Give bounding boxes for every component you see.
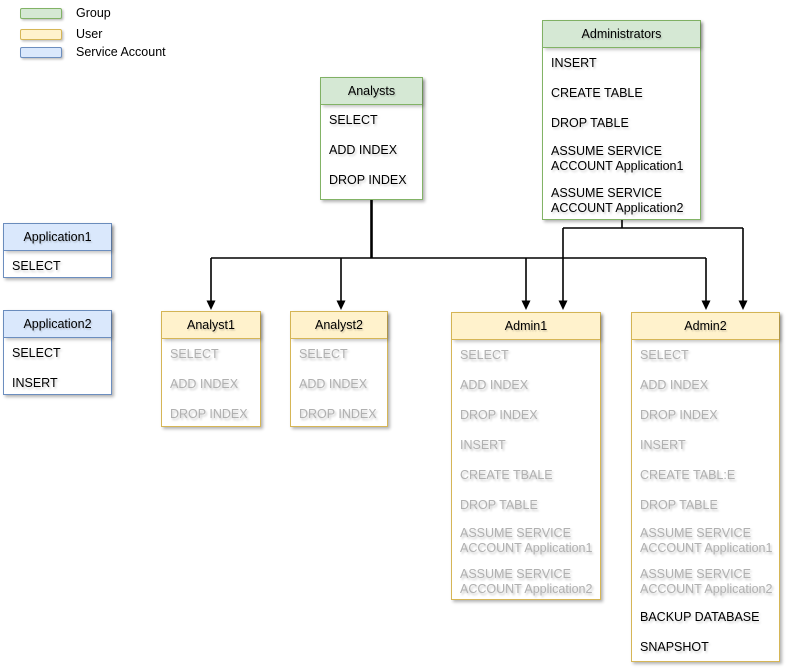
permission-row: CREATE TABL:E: [640, 467, 736, 482]
service-account-swatch-icon: [20, 46, 62, 58]
permission-row: BACKUP DATABASE: [640, 609, 760, 624]
node-admin2-title: Admin2: [632, 313, 779, 340]
permission-row: DROP TABLE: [551, 115, 629, 130]
permission-row: ADD INDEX: [170, 376, 239, 391]
permission-row: SNAPSHOT: [640, 639, 709, 654]
permission-row: ADD INDEX: [640, 377, 709, 392]
permission-row: DROP INDEX: [299, 406, 377, 421]
permission-row: DROP TABLE: [640, 497, 718, 512]
arrowhead-admin2-left: [701, 300, 711, 310]
node-analyst2: Analyst2 SELECT ADD INDEX DROP INDEX: [290, 311, 388, 427]
permission-row: INSERT: [551, 55, 597, 70]
arrowhead-admin1-left: [521, 300, 531, 310]
arrowhead-analyst2: [336, 300, 346, 310]
user-swatch-icon: [20, 28, 62, 40]
node-analyst2-title: Analyst2: [291, 312, 387, 339]
node-admin1-title: Admin1: [452, 313, 600, 340]
permission-row: ASSUME SERVICE ACCOUNT Application2: [460, 566, 593, 596]
legend-item-group: Group: [20, 5, 111, 21]
node-admin2: Admin2 SELECT ADD INDEX DROP INDEX INSER…: [631, 312, 780, 662]
node-application1: Application1 SELECT: [3, 223, 112, 278]
permission-row: SELECT: [329, 112, 378, 127]
permission-row: INSERT: [12, 375, 58, 390]
legend-item-user: User: [20, 26, 102, 42]
node-application2-title: Application2: [4, 311, 111, 338]
arrowhead-admin1-right: [558, 300, 568, 310]
legend-label: Group: [76, 6, 111, 20]
permission-row: DROP TABLE: [460, 497, 538, 512]
node-analysts: Analysts SELECT ADD INDEX DROP INDEX: [320, 77, 423, 200]
node-analyst1: Analyst1 SELECT ADD INDEX DROP INDEX: [161, 311, 261, 427]
node-administrators-title: Administrators: [543, 21, 700, 48]
permission-row: ASSUME SERVICE ACCOUNT Application2: [551, 186, 684, 215]
node-administrators: Administrators INSERT CREATE TABLE DROP …: [542, 20, 701, 220]
permission-row: SELECT: [12, 345, 61, 360]
permission-row: INSERT: [640, 437, 686, 452]
permission-row: DROP INDEX: [640, 407, 718, 422]
permission-row: SELECT: [460, 347, 509, 362]
permission-row: ASSUME SERVICE ACCOUNT Application1: [640, 525, 773, 555]
permission-row: ADD INDEX: [299, 376, 368, 391]
arrowhead-analyst1: [206, 300, 216, 310]
permission-row: DROP INDEX: [460, 407, 538, 422]
node-analyst1-title: Analyst1: [162, 312, 260, 339]
permission-row: ADD INDEX: [460, 377, 529, 392]
arrowhead-admin2-right: [738, 300, 748, 310]
legend-item-service-account: Service Account: [20, 44, 166, 60]
permission-row: ASSUME SERVICE ACCOUNT Application2: [640, 566, 773, 596]
legend-label: Service Account: [76, 45, 166, 59]
permission-row: SELECT: [170, 346, 219, 361]
permission-row: ASSUME SERVICE ACCOUNT Application1: [551, 144, 684, 173]
group-swatch-icon: [20, 7, 62, 19]
permission-row: CREATE TABLE: [551, 85, 643, 100]
permission-row: DROP INDEX: [329, 172, 407, 187]
permission-row: SELECT: [640, 347, 689, 362]
permission-row: ASSUME SERVICE ACCOUNT Application1: [460, 525, 593, 555]
permission-row: SELECT: [12, 258, 61, 273]
permission-row: INSERT: [460, 437, 506, 452]
node-admin1: Admin1 SELECT ADD INDEX DROP INDEX INSER…: [451, 312, 601, 600]
node-application1-title: Application1: [4, 224, 111, 251]
legend-label: User: [76, 27, 103, 41]
permission-row: CREATE TBALE: [460, 467, 553, 482]
permission-row: ADD INDEX: [329, 142, 398, 157]
permission-row: DROP INDEX: [170, 406, 248, 421]
node-analysts-title: Analysts: [321, 78, 422, 105]
node-application2: Application2 SELECT INSERT: [3, 310, 112, 395]
permission-row: SELECT: [299, 346, 348, 361]
